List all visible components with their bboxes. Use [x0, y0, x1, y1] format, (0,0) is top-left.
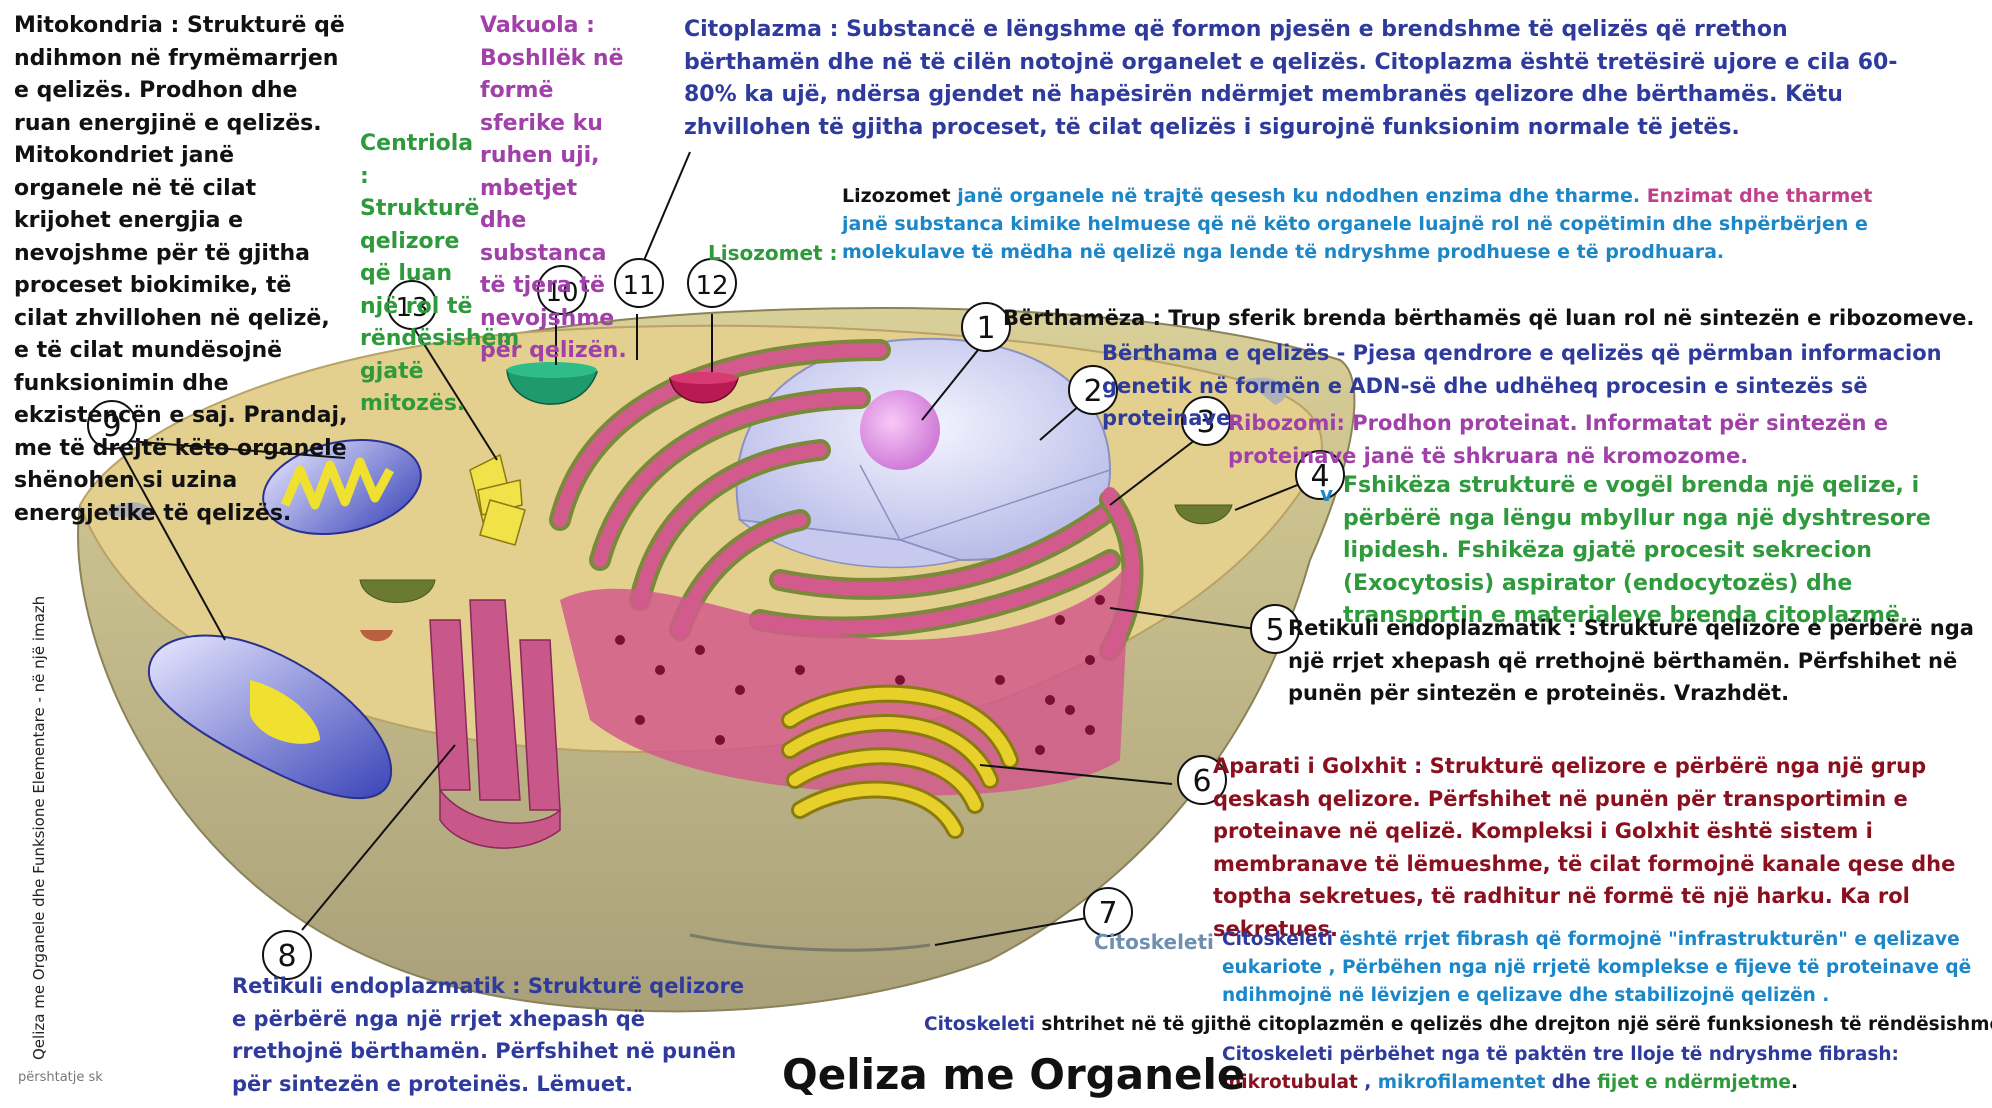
label-centriola: Centriola : Strukturë qelizore që luan n… — [360, 131, 520, 416]
number-marker-labels: 1 2 3 4 5 6 7 8 9 10 11 12 13 — [102, 271, 1329, 974]
cito-3-head: Citoskeleti — [1222, 1044, 1333, 1065]
cito-2-head: Citoskeleti — [924, 1014, 1035, 1035]
marker-11-label: 11 — [622, 271, 655, 301]
label-golxhi: Aparati i Golxhit : Strukturë qelizore e… — [1213, 754, 1956, 941]
lizozomet-part-a: janë organele në trajtë qesesh ku ndodhe… — [950, 185, 1647, 207]
cito-3-comma: , — [1357, 1072, 1378, 1093]
page-title: Qeliza me Organele — [782, 1050, 1246, 1099]
number-markers — [87, 258, 1345, 980]
lizozomet-part-c: janë substanca kimike helmuese që në kët… — [842, 213, 1868, 263]
vacuole — [506, 369, 599, 405]
marker-5-label: 5 — [1265, 613, 1284, 648]
credit-text: përshtatje sk — [18, 1070, 103, 1085]
label-vakuola: Vakuola : Boshllëk në formë sferike ku r… — [480, 13, 627, 363]
label-ret-vrazhdet: Retikuli endoplazmatik : Strukturë qeliz… — [1288, 612, 1978, 710]
marker-13-label: 13 — [395, 293, 428, 323]
golgi-apparatus — [781, 684, 1019, 839]
ret-vrazhdet-text: Retikuli endoplazmatik : Strukturë qeliz… — [1288, 616, 1974, 705]
label-fshikeza: Fshikëza strukturë e vogël brenda një qe… — [1343, 473, 1931, 628]
membrane-fold-left — [105, 502, 152, 520]
side-caption: Qeliza me Organele dhe Funksione Element… — [30, 595, 48, 1060]
marker-9-label: 9 — [102, 409, 121, 444]
smooth-endoplasmic-reticulum — [429, 599, 561, 849]
marker-3 — [1181, 396, 1231, 446]
cito-1-body: është rrjet fibrash që formojnë "infrast… — [1222, 929, 1972, 1006]
marker-10-label: 10 — [545, 278, 578, 308]
marker-13 — [387, 280, 437, 330]
label-lisozomet-tag: Lisozomet : — [708, 241, 838, 265]
lizozomet-head: Lizozomet — [842, 185, 951, 207]
label-ret-lemuet: Retikuli endoplazmatik : Strukturë qeliz… — [232, 974, 745, 1096]
marker-11 — [614, 258, 664, 308]
cito-2-body: shtrihet në të gjithë citoplazmën e qeli… — [1034, 1014, 1992, 1035]
marker-2 — [1068, 365, 1118, 415]
cito-1-head: Citoskeleti — [1222, 929, 1333, 950]
marker-6 — [1177, 755, 1227, 805]
marker-7 — [1083, 887, 1133, 937]
centriole — [469, 453, 526, 546]
label-berthama: Bërthama e qelizës - Pjesa qendrore e qe… — [1102, 341, 1942, 430]
marker-12 — [687, 258, 737, 308]
vacuole-rim — [507, 362, 597, 378]
marker-7-label: 7 — [1098, 896, 1117, 931]
label-v-mark: v — [1320, 482, 1334, 506]
mikrotubulat: mikrotubulat — [1222, 1072, 1358, 1093]
cito-3-dot: . — [1790, 1072, 1798, 1093]
cito-3-dhe: dhe — [1545, 1072, 1598, 1093]
vesicle-left — [359, 579, 436, 603]
nucleolus — [860, 390, 940, 470]
vesicle-small — [360, 630, 393, 642]
marker-1 — [961, 302, 1011, 352]
label-citoskeleti-2: Citoskeleti shtrihet në të gjithë citopl… — [924, 1011, 1992, 1039]
marker-10 — [537, 265, 587, 315]
membrane-fold-right — [1245, 377, 1287, 405]
mitochondrion-top — [262, 438, 422, 536]
label-berthameza: Bërthamëza : Trup sferik brenda bërthamë… — [1003, 306, 1975, 330]
marker-9 — [87, 400, 137, 450]
label-mitokondria: Mitokondria : Strukturë që ndihmon në fr… — [14, 13, 348, 526]
marker-2-label: 2 — [1083, 374, 1102, 409]
lizozomet-part-b: Enzimat dhe tharmet — [1646, 185, 1873, 207]
label-citoplazma: Citoplazma : Substancë e lëngshme që for… — [684, 17, 1898, 140]
ret-vrazhdet-suffix: Vrazhdët. — [1666, 681, 1790, 705]
vesicle-right — [1174, 504, 1233, 525]
marker-12-label: 12 — [695, 271, 728, 301]
label-lizozomet: Lizozomet janë organele në trajtë qesesh… — [842, 182, 1892, 266]
marker-8-label: 8 — [277, 939, 296, 974]
marker-1-label: 1 — [976, 311, 995, 346]
mitochondrion-bottom — [147, 634, 393, 800]
marker-4-label: 4 — [1310, 459, 1329, 494]
cytoskeleton-filament — [689, 933, 931, 952]
lysosome-rim — [670, 372, 738, 384]
label-ribozomi: Ribozomi: Prodhon proteinat. Informatat … — [1228, 411, 1888, 468]
fijet-e-ndermjetme: fijet e ndërmjetme — [1597, 1072, 1791, 1093]
mikrofilamentet: mikrofilamentet — [1377, 1072, 1546, 1093]
marker-6-label: 6 — [1192, 764, 1211, 799]
label-citoskeleti-3: Citoskeleti përbëhet nga të paktën tre l… — [1222, 1041, 1982, 1097]
label-citoskeleti-tag: Citoskeleti — [1094, 930, 1214, 954]
pointer-lines — [114, 151, 1301, 946]
marker-4 — [1295, 450, 1345, 500]
marker-8 — [262, 930, 312, 980]
marker-3-label: 3 — [1196, 405, 1215, 440]
lysosome — [669, 377, 739, 404]
label-citoskeleti-1: Citoskeleti është rrjet fibrash që formo… — [1222, 926, 1982, 1010]
rough-endoplasmic-reticulum — [549, 339, 1144, 661]
marker-5 — [1250, 604, 1300, 654]
cito-3-body: përbëhet nga të paktën tre lloje të ndry… — [1332, 1044, 1899, 1065]
